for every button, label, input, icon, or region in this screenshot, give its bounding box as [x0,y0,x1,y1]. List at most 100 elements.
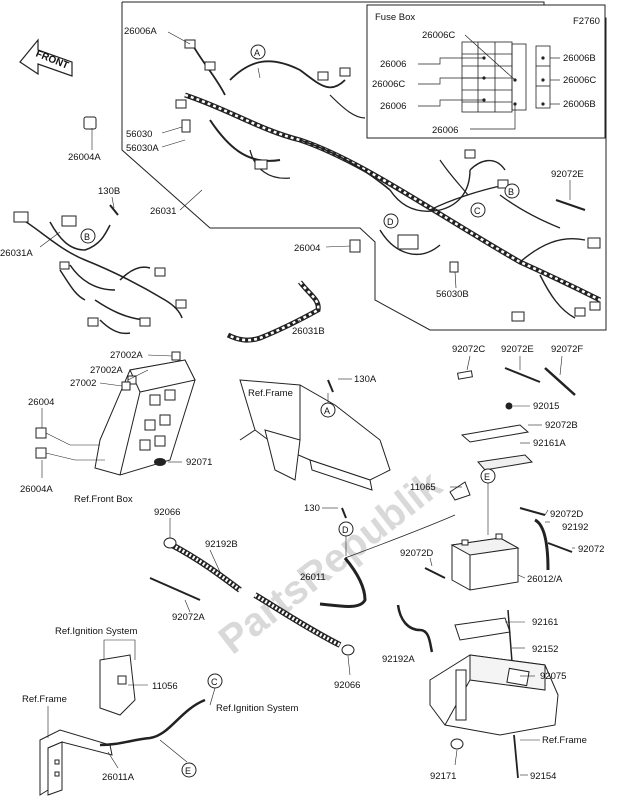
label-26004-top: 26004 [294,243,320,254]
svg-text:E: E [185,766,191,776]
label-130b: 130B [98,186,120,197]
label-26031b: 26031B [292,326,325,337]
leader-lines-right [450,355,563,488]
svg-text:B: B [508,187,514,197]
label-92192a: 92192A [382,654,415,665]
label-26004-left: 26004 [28,397,54,408]
part-130b [109,204,119,216]
label-26004a-top: 26004A [68,152,101,163]
leader-26011a [107,751,119,769]
svg-text:A: A [254,48,260,58]
label-92072d: 92072D [400,548,433,559]
fuse-label-4: 26006 [380,101,406,112]
label-92171: 92171 [430,771,456,782]
label-92015: 92015 [533,401,559,412]
part-92152 [507,609,513,663]
fuse-label-3: 26006C [372,79,405,90]
callout-c-top: C [470,202,486,218]
ref-frame-top: Ref.Frame [248,388,293,399]
label-92066-top: 92066 [154,507,180,518]
ref-ignition-system-1: Ref.Ignition System [55,626,137,637]
harness-26031a-connectors [13,211,187,327]
part-92192a [396,604,434,653]
label-11056: 11056 [152,681,178,692]
fuse-box-title: Fuse Box [375,12,415,23]
part-56030b [449,261,459,273]
part-92071 [154,458,166,466]
label-92072d-right: 92072D [550,509,583,520]
part-92072a [149,577,201,601]
label-56030: 56030 [126,129,152,140]
part-26004a-left [35,447,47,459]
part-92066-bottom [341,644,355,656]
label-130: 130 [304,503,320,514]
label-26031a: 26031A [0,248,33,259]
label-56030b: 56030B [436,289,469,300]
cable-26011a [99,698,206,747]
part-92066-top [163,537,177,549]
leader-lines-tube [169,518,351,676]
svg-text:C: C [211,677,218,687]
leader-lines-frontbox [41,354,182,478]
leader-lines-top [39,31,571,328]
frame-left-bottom [39,729,113,796]
fuse-leaders [418,34,560,130]
part-26004a-top [83,116,97,130]
front-arrow: FRONT [19,38,73,77]
fuse-label-2: 26006 [380,59,406,70]
label-27002a-1: 27002A [110,350,143,361]
callout-c-bottom: C [207,673,223,689]
fuse-dots [482,56,545,106]
callout-e-battery: E [480,468,496,484]
label-92072: 92072 [578,544,604,555]
label-92072f: 92072F [551,344,583,355]
fuse-label-1: 26006C [422,30,455,41]
ref-frame-left: Ref.Frame [22,694,67,705]
label-26012: 26012/A [527,574,563,585]
callout-a-mid: A [320,402,336,418]
part-92154 [513,734,519,779]
fuse-box-frame [366,4,606,139]
label-92152: 92152 [532,644,558,655]
ref-front-box: Ref.Front Box [74,494,133,505]
fuse-label-r3: 26006B [563,99,596,110]
ignition-bracket [99,654,136,716]
part-92171 [450,738,464,750]
label-26011a: 26011A [102,772,135,783]
label-92072e-mid: 92072E [501,344,534,355]
leader-26011-battery [344,514,456,559]
callout-d-mid: D [338,521,354,537]
part-26004-left [35,427,47,439]
label-26004a-left: 26004A [20,484,53,495]
part-92161 [454,617,511,641]
harness-26031a [19,217,183,335]
ref-ignition-system-2: Ref.Ignition System [216,703,298,714]
part-130a [327,379,334,393]
figure-code: F2760 [573,16,600,27]
callout-b-top: B [504,183,520,199]
ref-frame-right: Ref.Frame [542,735,587,746]
callout-a-top: A [250,44,266,60]
label-130a: 130A [354,374,377,385]
battery-cable-26011 [319,557,367,608]
svg-text:C: C [474,206,481,216]
label-92066-bottom: 92066 [334,680,360,691]
label-92072e-top: 92072E [551,169,584,180]
frame-center [239,379,391,491]
harness-26031b-ribs [227,281,320,342]
part-26004-top [349,239,361,253]
label-27002: 27002 [70,378,96,389]
part-130 [341,507,347,519]
fuse-label-r2: 26006C [563,75,596,86]
label-92072c: 92072C [452,344,485,355]
label-26006a: 26006A [124,26,157,37]
battery [450,533,520,591]
label-92192b: 92192B [205,539,238,550]
right-parts [449,367,576,501]
label-27002a-2: 27002A [90,365,123,376]
label-11065: 11065 [410,482,436,493]
callout-d-top: D [383,213,399,229]
label-92075: 92075 [540,671,566,682]
